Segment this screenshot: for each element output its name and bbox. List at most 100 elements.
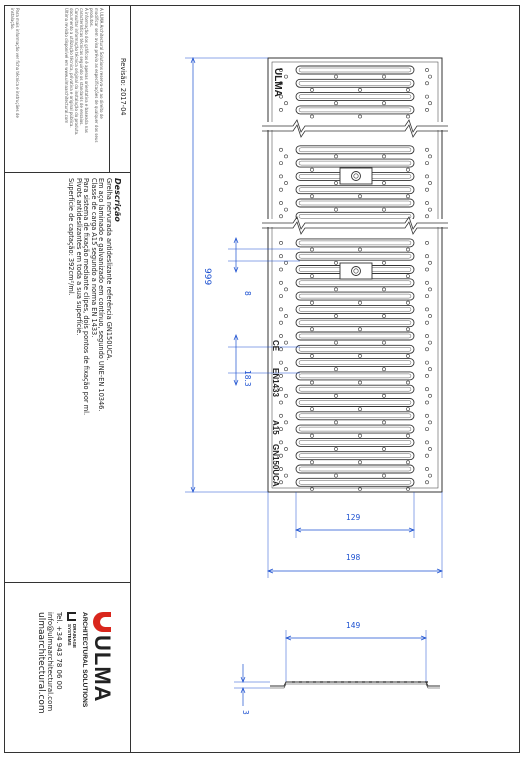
- anti-slip-pivot: [425, 360, 429, 365]
- anti-slip-pivot: [425, 480, 429, 485]
- dimension-arrow: [420, 635, 427, 641]
- grate-marking-norm: EN1433: [271, 368, 280, 397]
- anti-slip-pivot: [310, 433, 314, 438]
- anti-slip-pivot: [406, 88, 410, 92]
- grate-slot-inner: [298, 426, 412, 432]
- anti-slip-pivot: [382, 393, 386, 398]
- grate-slot-inner: [298, 453, 412, 458]
- grate-slot-inner: [298, 253, 412, 259]
- anti-slip-pivot: [428, 154, 432, 159]
- anti-slip-pivot: [406, 300, 410, 305]
- grate-slot-inner: [298, 320, 412, 325]
- grate-slot: [295, 238, 415, 248]
- anti-slip-pivot: [279, 94, 283, 99]
- anti-slip-pivot: [310, 327, 314, 332]
- anti-slip-pivot: [279, 214, 283, 219]
- anti-slip-pivot: [310, 486, 314, 491]
- anti-slip-pivot: [334, 367, 338, 372]
- grate-slot: [295, 437, 415, 447]
- anti-slip-pivot: [406, 167, 410, 172]
- anti-slip-pivot: [382, 154, 386, 159]
- dimension-arrow: [240, 687, 246, 694]
- anti-slip-pivot: [425, 307, 429, 312]
- anti-slip-pivot: [279, 400, 283, 405]
- anti-slip-pivot: [425, 147, 429, 152]
- dimension-arrow: [285, 635, 292, 641]
- anti-slip-pivot: [310, 407, 314, 412]
- anti-slip-pivot: [425, 387, 429, 392]
- grate-slot: [295, 185, 415, 195]
- anti-slip-pivot: [428, 393, 432, 398]
- anti-slip-pivot: [428, 260, 432, 265]
- dimension-inner-width: 129: [346, 513, 361, 522]
- grate-slot: [295, 424, 415, 434]
- anti-slip-pivot: [382, 74, 386, 79]
- grate-slot-inner: [298, 107, 412, 113]
- grate-slot-inner: [298, 387, 412, 392]
- drawing-sheet: [4, 5, 520, 753]
- grate-slot: [295, 304, 415, 314]
- anti-slip-pivot: [425, 280, 429, 285]
- anti-slip-pivot: [279, 360, 283, 365]
- grate-slot: [295, 92, 415, 102]
- anti-slip-pivot: [425, 201, 429, 205]
- anti-slip-pivot: [428, 473, 432, 478]
- anti-slip-pivot: [279, 334, 283, 338]
- anti-slip-pivot: [284, 154, 288, 159]
- anti-slip-pivot: [358, 327, 362, 332]
- anti-slip-pivot: [425, 440, 429, 445]
- anti-slip-pivot: [425, 427, 429, 432]
- anti-slip-pivot: [279, 320, 283, 325]
- anti-slip-pivot: [406, 486, 410, 491]
- anti-slip-pivot: [425, 94, 429, 99]
- anti-slip-pivot: [425, 400, 429, 405]
- anti-slip-pivot: [310, 88, 314, 92]
- grate-slot-inner: [298, 333, 412, 339]
- anti-slip-pivot: [334, 181, 338, 185]
- grate-slot-inner: [298, 94, 412, 99]
- grate-slot-inner: [298, 307, 412, 312]
- anti-slip-pivot: [406, 247, 410, 252]
- anti-slip-pivot: [428, 101, 432, 106]
- header-inner-divider: [109, 6, 110, 172]
- dimension-outer-width: 198: [346, 553, 361, 562]
- dimension-arrow: [233, 334, 239, 341]
- anti-slip-pivot: [425, 240, 429, 245]
- anti-slip-pivot: [406, 353, 410, 358]
- anti-slip-pivot: [284, 74, 288, 79]
- anti-slip-pivot: [279, 480, 283, 485]
- dimension-section-height: 3: [241, 710, 250, 715]
- grate-slot-inner: [298, 160, 412, 166]
- clip-hole-inner: [353, 173, 359, 179]
- anti-slip-pivot: [425, 373, 429, 378]
- anti-slip-pivot: [358, 433, 362, 438]
- anti-slip-pivot: [406, 380, 410, 385]
- anti-slip-pivot: [358, 194, 362, 199]
- anti-slip-pivot: [406, 274, 410, 279]
- anti-slip-pivot: [334, 74, 338, 79]
- anti-slip-pivot: [428, 74, 432, 79]
- grate-slot: [295, 158, 415, 168]
- grate-slot-inner: [298, 466, 412, 472]
- grate-slot: [295, 477, 415, 487]
- anti-slip-pivot: [425, 161, 429, 166]
- anti-slip-pivot: [279, 161, 283, 166]
- anti-slip-pivot: [334, 447, 338, 451]
- anti-slip-pivot: [425, 467, 429, 471]
- dimension-arrow: [295, 527, 302, 533]
- section-profile-inner: [270, 683, 440, 689]
- anti-slip-pivot: [428, 447, 432, 451]
- grate-slot: [295, 198, 415, 208]
- anti-slip-pivot: [425, 320, 429, 325]
- anti-slip-pivot: [279, 254, 283, 259]
- grate-slot-inner: [298, 360, 412, 365]
- anti-slip-pivot: [284, 314, 288, 318]
- anti-slip-pivot: [358, 486, 362, 491]
- grate-slot-inner: [298, 81, 412, 86]
- anti-slip-pivot: [334, 101, 338, 106]
- anti-slip-pivot: [334, 420, 338, 425]
- anti-slip-pivot: [428, 367, 432, 372]
- anti-slip-pivot: [284, 393, 288, 398]
- anti-slip-pivot: [310, 114, 314, 119]
